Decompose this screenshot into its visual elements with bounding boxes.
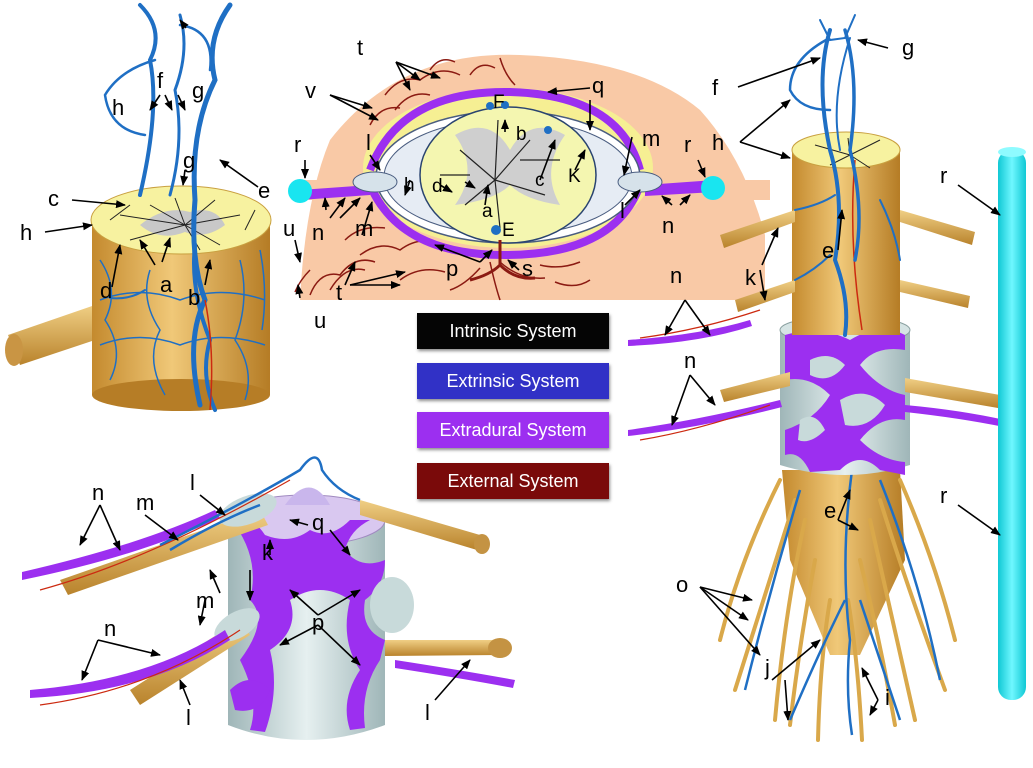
- label-l: l: [366, 130, 371, 155]
- cord-cylinder: [92, 220, 270, 410]
- nerve-root: [8, 305, 110, 365]
- panel-top-left-cord: [5, 2, 272, 412]
- legend-extrinsic-label: Extrinsic System: [446, 370, 580, 391]
- label-e: e: [822, 238, 834, 263]
- leader-lines: [44, 19, 1001, 721]
- label-l: l: [190, 470, 195, 495]
- legend-extradural-system: Extradural System: [417, 412, 609, 448]
- extradural-root-vessels: [628, 320, 1005, 436]
- legend-intrinsic-label: Intrinsic System: [449, 320, 577, 341]
- extradural-venous-network: [235, 520, 385, 732]
- label-e: e: [258, 178, 270, 203]
- label-r: r: [684, 132, 691, 157]
- label-g: g: [902, 35, 914, 60]
- label-F: F: [493, 92, 505, 113]
- panel-bottom-left-dura: [22, 456, 515, 740]
- label-n: n: [662, 213, 674, 238]
- label-k: k: [262, 540, 274, 565]
- label-i: i: [885, 685, 890, 710]
- label-K: K: [568, 166, 581, 187]
- label-h: h: [112, 95, 124, 120]
- vertebral-artery-left: [288, 179, 312, 203]
- label-q: q: [312, 510, 324, 535]
- cauda-veins: [743, 469, 942, 736]
- conus: [782, 470, 905, 655]
- label-l: l: [620, 198, 625, 223]
- cauda-equina-roots: [718, 478, 957, 742]
- label-f: f: [157, 68, 164, 93]
- right-extrinsic-veins: [788, 14, 901, 337]
- label-f: f: [712, 75, 719, 100]
- label-b: b: [516, 124, 527, 145]
- label-v: v: [305, 78, 316, 103]
- label-q: q: [592, 73, 604, 98]
- label-r: r: [940, 483, 947, 508]
- label-h: h: [404, 175, 415, 196]
- label-n: n: [684, 348, 696, 373]
- extradural-vessel-bottom: [366, 183, 644, 260]
- label-a: a: [160, 272, 173, 297]
- label-t: t: [357, 35, 363, 60]
- labels: c h h f g g e d a b t v q r r l m F b c …: [20, 35, 947, 730]
- label-c: c: [535, 170, 545, 191]
- label-g: g: [192, 78, 204, 103]
- section-grey-matter: [455, 127, 565, 205]
- panel-top-middle-section: [288, 54, 770, 301]
- label-l: l: [186, 705, 191, 730]
- label-u: u: [314, 308, 326, 333]
- bottom-extradural-vessels: [22, 510, 515, 698]
- label-a: a: [482, 201, 493, 222]
- section-intrinsic-vessels: [440, 119, 560, 229]
- label-c: c: [48, 186, 59, 211]
- label-E: E: [502, 220, 515, 241]
- vertebral-artery-right: [701, 176, 725, 200]
- label-r: r: [940, 163, 947, 188]
- label-m: m: [136, 490, 154, 515]
- label-j: j: [764, 655, 770, 680]
- label-m: m: [355, 216, 373, 241]
- label-l: l: [425, 700, 430, 725]
- label-t: t: [336, 280, 342, 305]
- upper-cord: [792, 150, 900, 335]
- nerve-root-end: [5, 334, 23, 366]
- label-n: n: [104, 616, 116, 641]
- label-h: h: [20, 220, 32, 245]
- label-e: e: [824, 498, 836, 523]
- label-s: s: [522, 256, 533, 281]
- label-g: g: [183, 148, 195, 173]
- legend-external-system: External System: [417, 463, 609, 499]
- label-m: m: [196, 588, 214, 613]
- legend-extradural-label: Extradural System: [439, 419, 587, 440]
- label-u: u: [283, 216, 295, 241]
- label-k: k: [745, 265, 757, 290]
- grey-matter: [140, 210, 225, 236]
- legend-extrinsic-system: Extrinsic System: [417, 363, 609, 399]
- legend-intrinsic-system: Intrinsic System: [417, 313, 609, 349]
- label-d: d: [432, 176, 443, 197]
- extradural-vessel-top: [366, 87, 644, 172]
- label-n: n: [92, 480, 104, 505]
- label-n: n: [312, 220, 324, 245]
- label-r: r: [294, 132, 301, 157]
- label-d: d: [100, 278, 112, 303]
- label-n: n: [670, 263, 682, 288]
- label-b: b: [188, 285, 200, 310]
- label-p: p: [446, 256, 458, 281]
- label-o: o: [676, 572, 688, 597]
- label-h: h: [712, 130, 724, 155]
- vertebral-artery: [998, 150, 1026, 700]
- legend-external-label: External System: [447, 470, 579, 491]
- label-p: p: [312, 610, 324, 635]
- surface-veins: [99, 249, 266, 401]
- label-m: m: [642, 126, 660, 151]
